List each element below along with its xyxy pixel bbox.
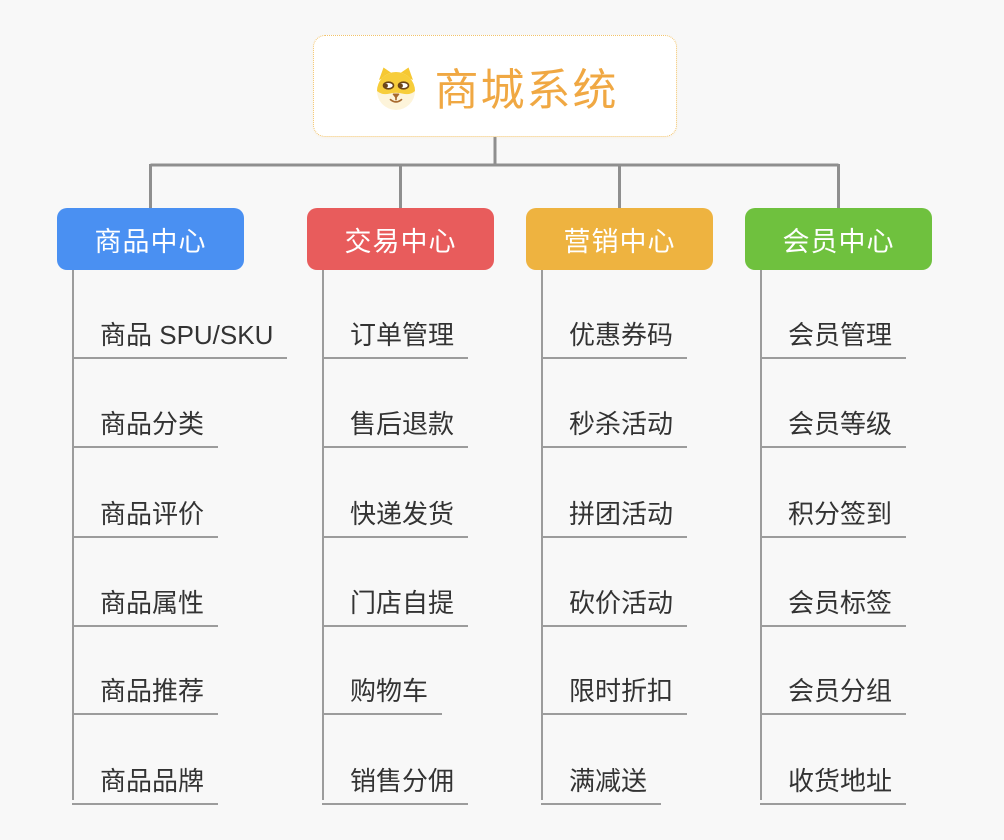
leaf-node[interactable]: 商品品牌 [72, 756, 219, 805]
leaf-node[interactable]: 订单管理 [322, 310, 469, 359]
branch-node-3[interactable]: 营销中心 [526, 208, 713, 270]
leaf-node[interactable]: 会员等级 [760, 399, 907, 448]
leaf-node[interactable]: 购物车 [322, 666, 443, 715]
leaf-node[interactable]: 会员管理 [760, 310, 907, 359]
leaf-node[interactable]: 商品分类 [72, 399, 219, 448]
branch-trunk-line [72, 270, 74, 800]
root-title: 商城系统 [434, 66, 619, 115]
leaf-node[interactable]: 商品推荐 [72, 666, 219, 715]
leaf-node[interactable]: 优惠券码 [541, 310, 688, 359]
leaf-node[interactable]: 会员分组 [760, 666, 907, 715]
root-node[interactable]: 商城系统 [313, 35, 677, 137]
branch-node-1[interactable]: 商品中心 [57, 208, 244, 270]
leaf-node[interactable]: 拼团活动 [541, 489, 688, 538]
leaf-node[interactable]: 快递发货 [322, 489, 469, 538]
branch-trunk-line [322, 270, 324, 800]
leaf-node[interactable]: 满减送 [541, 756, 662, 805]
leaf-node[interactable]: 砍价活动 [541, 578, 688, 627]
leaf-node[interactable]: 收货地址 [760, 756, 907, 805]
branch-node-2[interactable]: 交易中心 [307, 208, 494, 270]
leaf-node[interactable]: 商品 SPU/SKU [72, 310, 288, 359]
leaf-node[interactable]: 门店自提 [322, 578, 469, 627]
leaf-node[interactable]: 商品属性 [72, 578, 219, 627]
branch-trunk-line [541, 270, 543, 800]
leaf-node[interactable]: 限时折扣 [541, 666, 688, 715]
leaf-node[interactable]: 秒杀活动 [541, 399, 688, 448]
leaf-node[interactable]: 销售分佣 [322, 756, 469, 805]
branch-trunk-line [760, 270, 762, 800]
dog-face-icon [372, 64, 420, 112]
leaf-node[interactable]: 商品评价 [72, 489, 219, 538]
leaf-node[interactable]: 积分签到 [760, 489, 907, 538]
leaf-node[interactable]: 售后退款 [322, 399, 469, 448]
leaf-node[interactable]: 会员标签 [760, 578, 907, 627]
branch-node-4[interactable]: 会员中心 [745, 208, 932, 270]
